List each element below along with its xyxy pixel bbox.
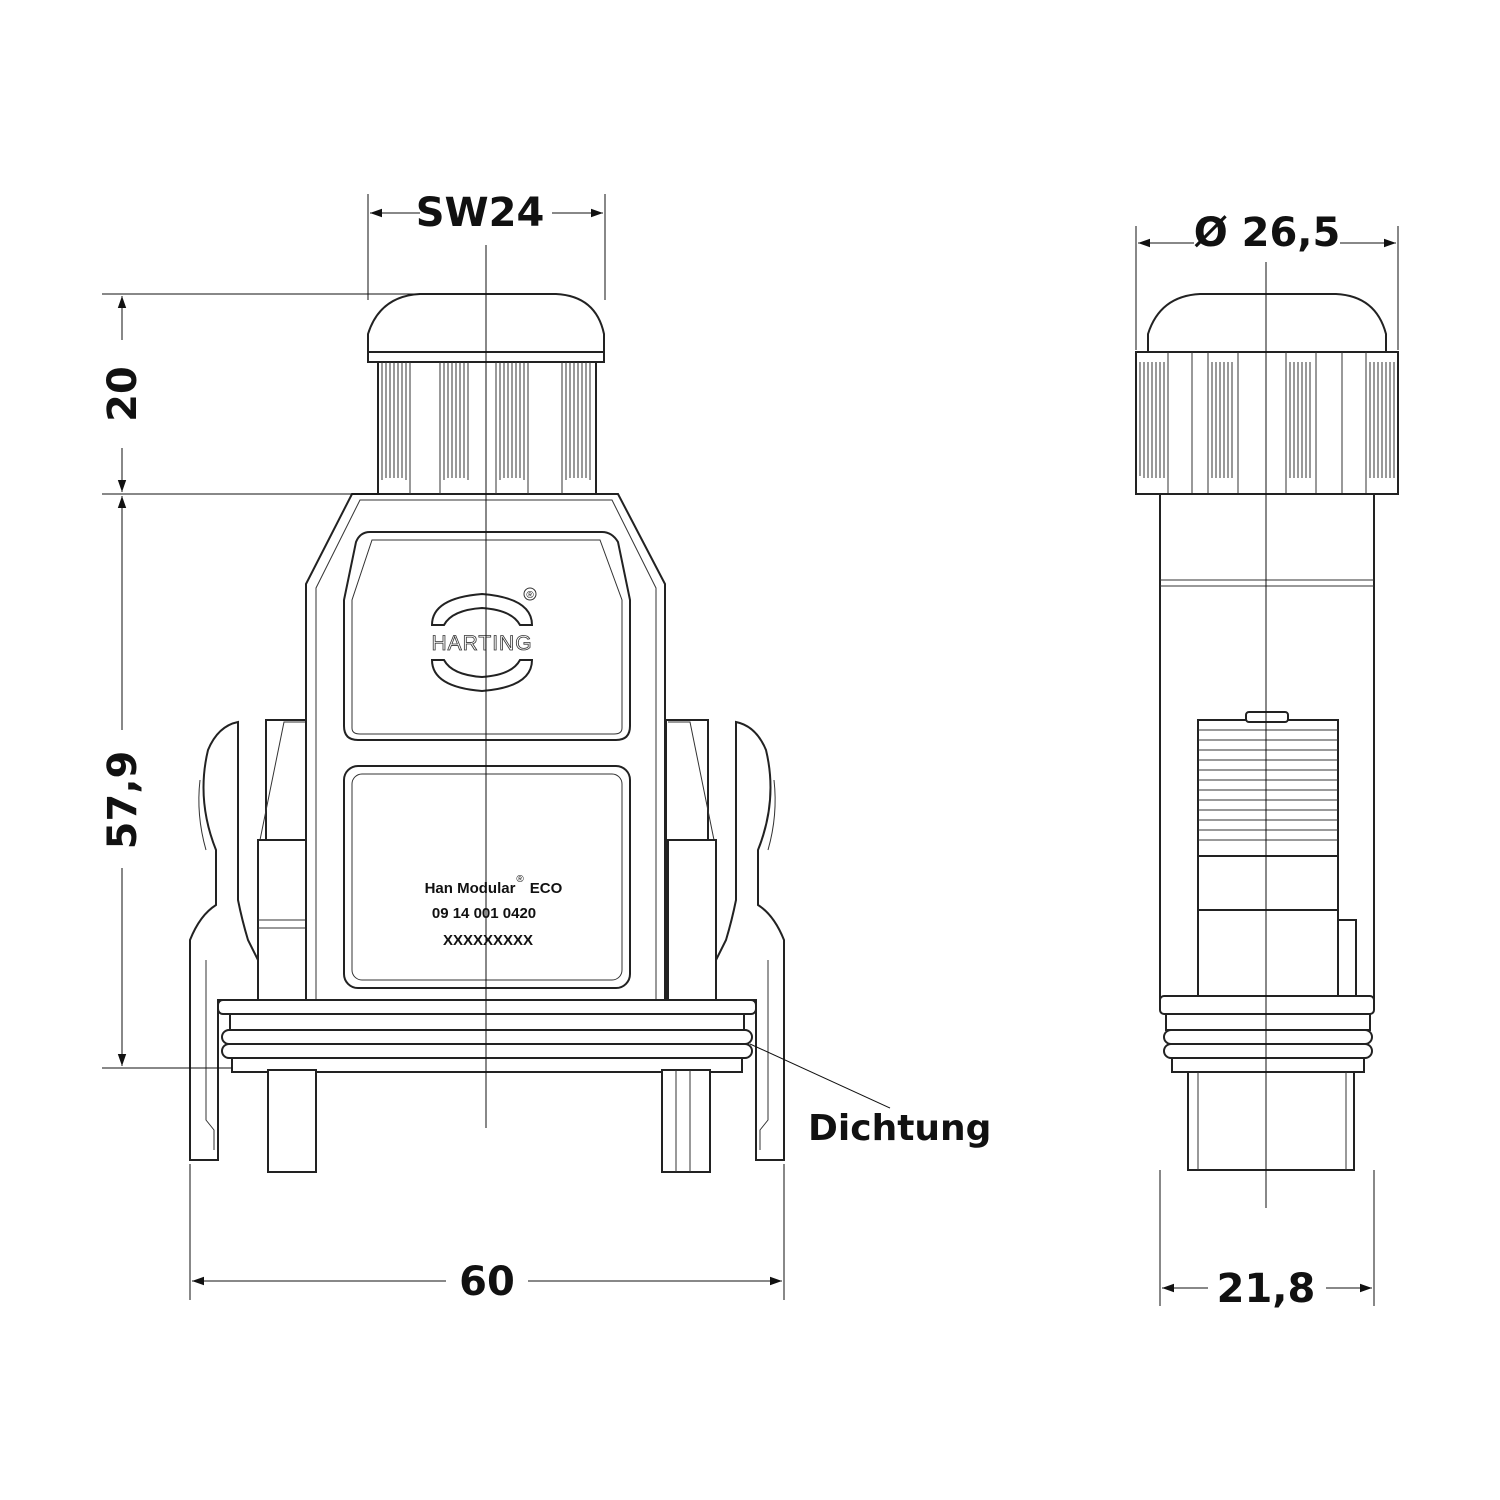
seal-leader-line [749,1043,891,1109]
seal-base [231,1057,743,1073]
dim-wrench-size: SW24 [416,190,545,236]
side-gland-nut [1135,351,1399,495]
seal-ring-lower [221,1043,753,1059]
front-view: HARTING ® Han Modular ® ECO 09 14 001 04… [189,245,785,1173]
side-seal-ring-upper [1163,1029,1373,1045]
dim-body-height: 57,9 [100,751,146,850]
fixing-screw-left [267,1069,317,1173]
side-gland-cap [1147,293,1387,353]
harting-logo: HARTING ® [430,587,537,693]
seal-ring-upper [221,1029,753,1045]
side-seal-ring-lower [1163,1043,1373,1059]
flange-plate [229,1013,745,1031]
dim-width-front: 60 [459,1259,515,1305]
fixing-screw-right [661,1069,711,1173]
dimension-lines: SW24 Ø 26,5 20 57,9 60 21,8 Dichtu [100,190,1399,1312]
part-number-text: 09 14 001 0420 [432,905,536,922]
locking-lever-left [189,720,259,1161]
brand-text: HARTING [431,632,532,655]
locking-lever-right [715,720,785,1161]
product-line-text: Han Modular [425,880,516,897]
side-view [1135,262,1399,1208]
registered-mark-logo: ® [526,590,534,601]
upper-panel [343,531,631,741]
side-base [1187,1071,1355,1171]
serial-text: XXXXXXXXX [443,932,533,949]
product-suffix-text: ECO [530,880,563,897]
label-panel [343,765,631,989]
product-marking: Han Modular ® ECO 09 14 001 0420 XXXXXXX… [425,874,563,949]
registered-mark-product: ® [516,874,524,885]
seal-label: Dichtung [808,1108,991,1149]
dim-nut-height: 20 [100,366,146,422]
dim-width-side: 21,8 [1217,1266,1316,1312]
housing-flange [217,999,757,1015]
dim-diameter: Ø 26,5 [1194,210,1341,256]
